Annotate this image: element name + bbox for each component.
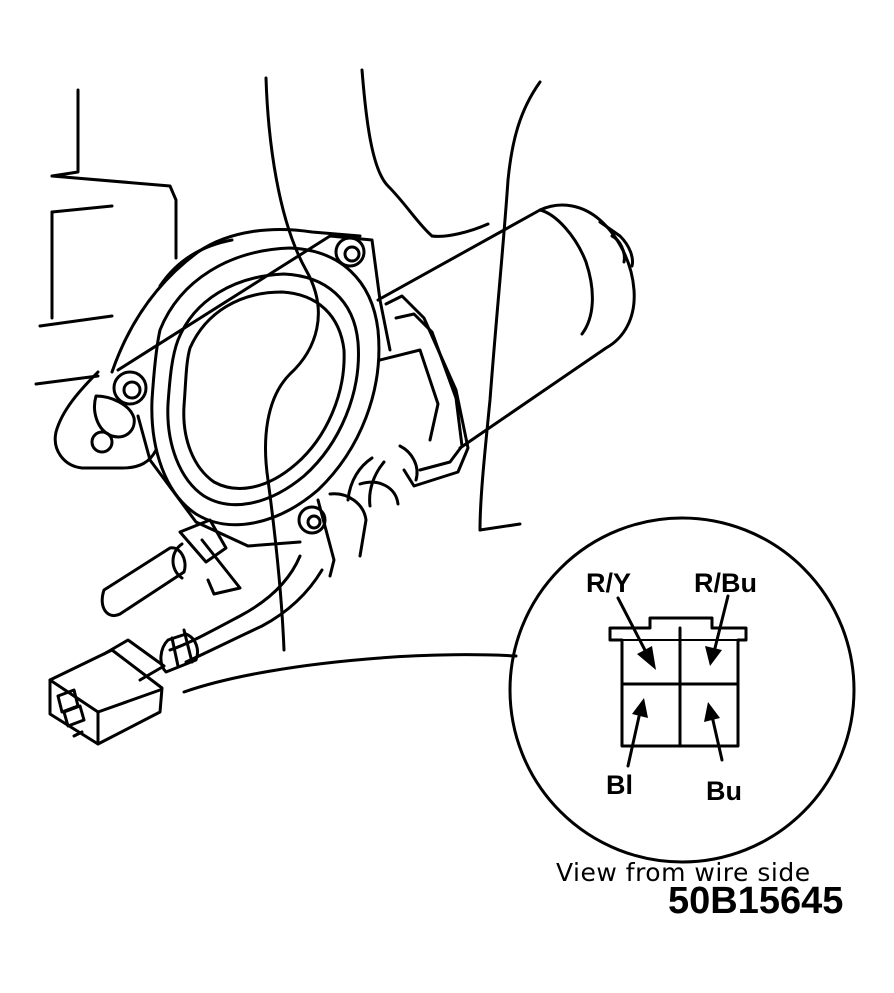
wire-harness <box>159 444 518 694</box>
pin-label-top-right: R/Bu <box>694 568 757 598</box>
arrow-bl <box>626 710 642 768</box>
pin-label-bottom-right: Bu <box>706 776 742 806</box>
arrowhead-bu <box>704 702 720 722</box>
view-caption: View from wire side <box>556 858 811 887</box>
pin-label-top-left: R/Y <box>586 568 631 598</box>
pin-label-bottom-left: Bl <box>606 770 633 800</box>
motor-housing <box>53 228 392 548</box>
arrow-ry <box>616 596 650 658</box>
pin-arrows <box>616 594 730 768</box>
arrowhead-bl <box>632 698 648 718</box>
connector-detail-magnifier <box>508 516 856 864</box>
body-panel-lines <box>34 68 542 652</box>
motor-cylinder <box>376 203 636 488</box>
arrow-rbu <box>712 594 730 654</box>
arrow-bu <box>710 714 724 762</box>
arrowhead-ry <box>637 646 656 670</box>
arrowhead-rbu <box>705 646 722 666</box>
harness-connector <box>48 638 166 746</box>
connector-face <box>608 616 748 748</box>
ground-lead <box>100 518 242 617</box>
figure-code: 50B15645 <box>668 880 844 922</box>
